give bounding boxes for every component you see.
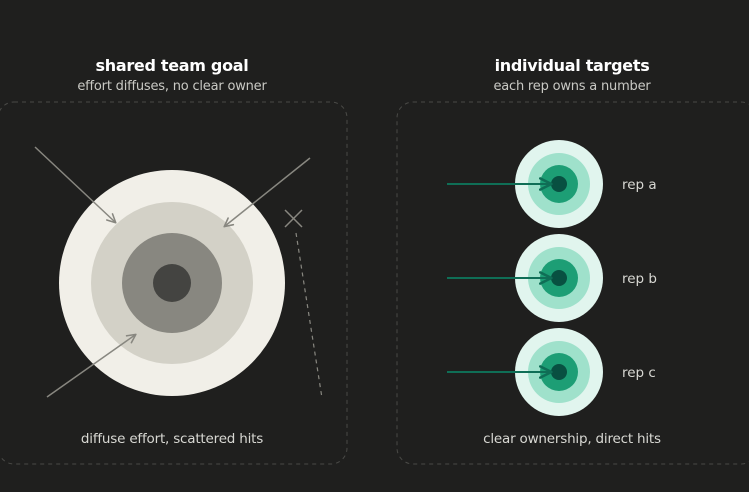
individual-targets-subtitle: each rep owns a number	[493, 79, 651, 94]
individual-targets-title: individual targets	[495, 56, 650, 75]
scattered-arrow-top-left	[34, 146, 117, 224]
scattered-arrow-top-right	[223, 157, 311, 228]
miss-trail-dashed	[295, 232, 323, 399]
scattered-arrow-bottom-left	[46, 333, 137, 398]
shared-goal-target	[59, 170, 285, 396]
rep-target-bullseye	[551, 364, 567, 380]
individual-targets-panel: individual targets each rep owns a numbe…	[396, 56, 749, 465]
rep-c-label: rep c	[622, 365, 656, 381]
rep-b-label: rep b	[622, 271, 657, 287]
shared-goal-subtitle: effort diffuses, no clear owner	[77, 79, 267, 94]
shared-goal-frame	[0, 101, 348, 465]
rep-a-label: rep a	[622, 177, 657, 193]
rep-target-bullseye	[551, 270, 567, 286]
rep-b-target	[515, 234, 603, 322]
individual-targets-caption: clear ownership, direct hits	[483, 431, 661, 447]
individual-targets-frame	[396, 101, 749, 465]
target-bullseye	[153, 264, 191, 302]
rep-target-bullseye	[551, 176, 567, 192]
miss-x-icon	[284, 209, 303, 228]
shared-goal-panel: shared team goal effort diffuses, no cle…	[0, 56, 348, 465]
shared-goal-title: shared team goal	[96, 56, 249, 75]
rep-c-target	[515, 328, 603, 416]
shared-goal-caption: diffuse effort, scattered hits	[81, 431, 263, 447]
rep-a-target	[515, 140, 603, 228]
